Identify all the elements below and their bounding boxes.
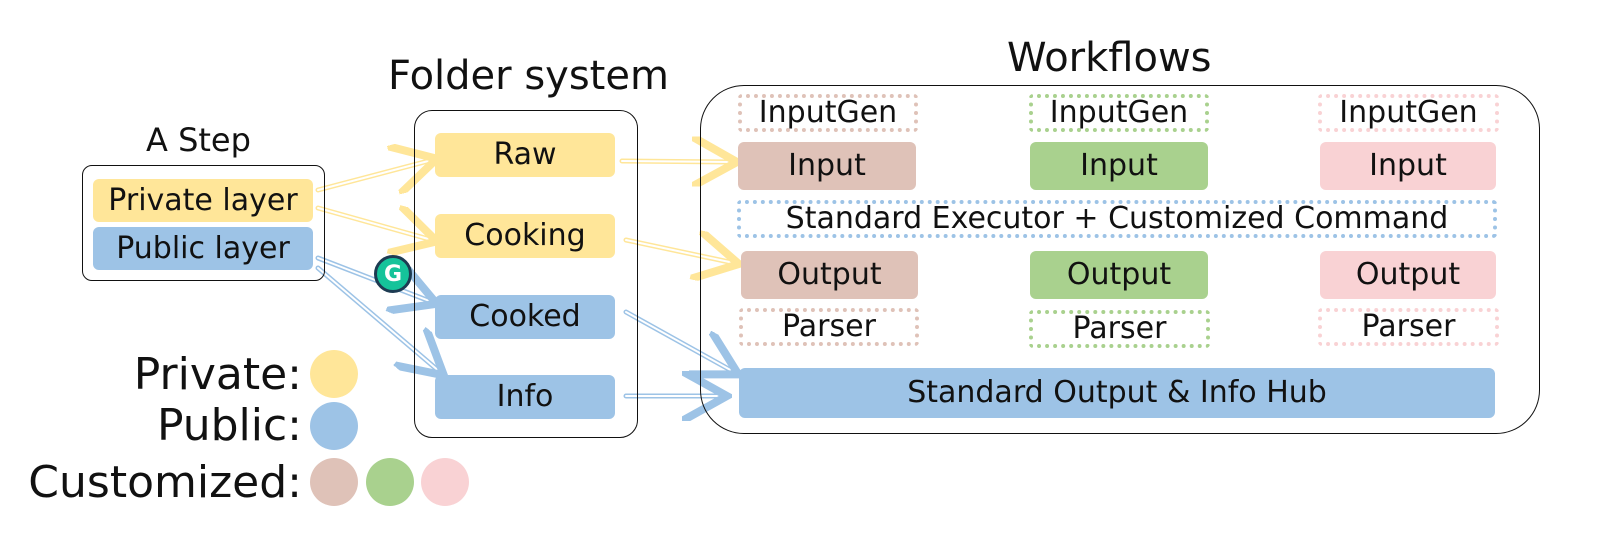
legend-custom-brown-swatch <box>310 458 358 506</box>
folder-info: Info <box>435 375 615 419</box>
parser-box-3: Parser <box>1318 308 1499 346</box>
grammarly-icon[interactable]: G <box>374 255 412 293</box>
output-box-2: Output <box>1030 251 1208 299</box>
output-info-hub: Standard Output & Info Hub <box>739 368 1495 418</box>
step-frame <box>82 165 325 281</box>
workflows-frame <box>700 85 1540 434</box>
arrow-cooking-to-output <box>623 240 734 263</box>
folder-system-frame <box>414 110 638 438</box>
standard-executor-box: Standard Executor + Customized Command <box>737 200 1497 238</box>
folder-system-title: Folder system <box>388 53 669 99</box>
legend-custom-pink-swatch <box>421 458 469 506</box>
parser-box-1: Parser <box>739 308 919 346</box>
input-box-3: Input <box>1320 142 1496 190</box>
legend-customized-label: Customized: <box>28 457 302 508</box>
workflows-title: Workflows <box>1007 35 1212 81</box>
private-layer-box: Private layer <box>93 179 313 222</box>
legend-private-swatch <box>310 350 358 398</box>
inputgen-box-3: InputGen <box>1318 94 1499 132</box>
input-box-1: Input <box>738 142 916 190</box>
legend-private-label: Private: <box>133 349 302 400</box>
parser-box-2: Parser <box>1029 310 1210 348</box>
folder-cooked: Cooked <box>435 295 615 339</box>
public-layer-box: Public layer <box>93 227 313 270</box>
inputgen-box-2: InputGen <box>1029 94 1209 132</box>
output-box-1: Output <box>741 251 918 299</box>
folder-cooking: Cooking <box>435 214 615 258</box>
input-box-2: Input <box>1030 142 1208 190</box>
inputgen-box-1: InputGen <box>738 94 918 132</box>
arrow-cooked-to-hub <box>623 309 734 372</box>
legend-public-swatch <box>310 402 358 450</box>
folder-raw: Raw <box>435 133 615 177</box>
step-title: A Step <box>146 121 251 159</box>
legend-public-label: Public: <box>156 400 302 451</box>
arrow-public-to-info <box>315 265 440 372</box>
arrow-private-to-raw <box>315 160 432 190</box>
legend-custom-green-swatch <box>366 458 414 506</box>
arrow-private-to-cooking <box>315 208 432 240</box>
output-box-3: Output <box>1320 251 1496 299</box>
arrow-raw-to-input <box>619 161 732 162</box>
